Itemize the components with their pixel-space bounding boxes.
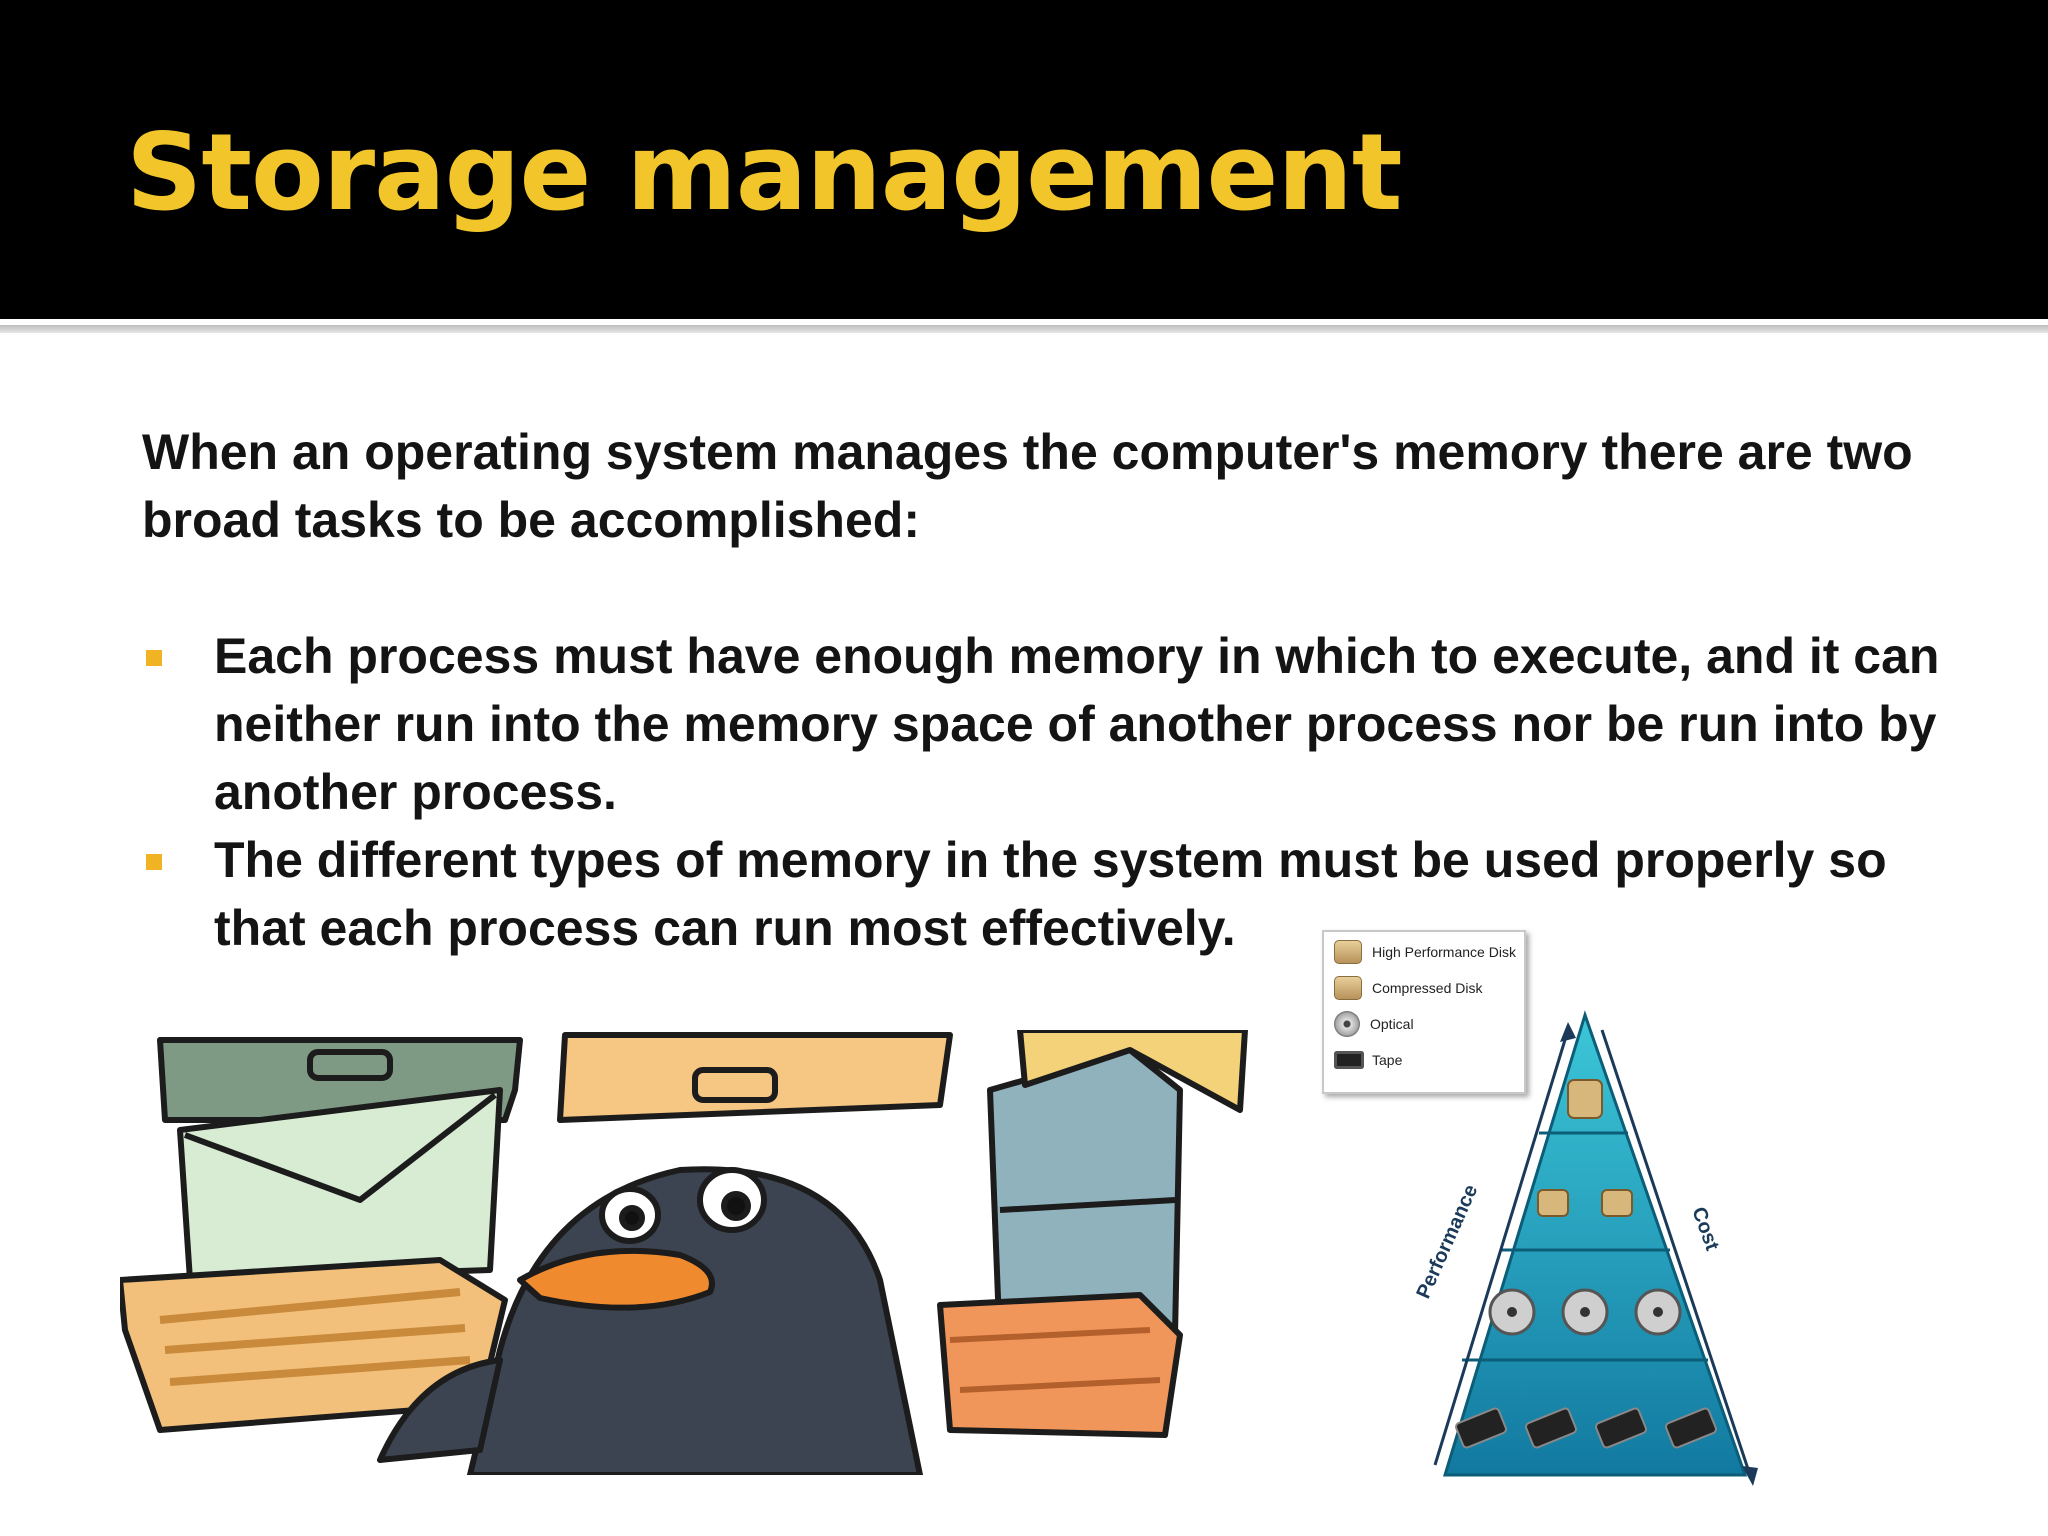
legend-item: High Performance Disk [1334,938,1516,966]
orange-suitcase [937,1292,1183,1438]
penguin-body [467,1166,923,1475]
intro-paragraph: When an operating system manages the com… [142,424,1913,548]
legend-item: Tape [1334,1046,1402,1074]
legend-label: High Performance Disk [1372,944,1516,960]
compressed-disk-icon [1601,1189,1633,1217]
slide-header: Storage management [0,0,2048,319]
cost-arrow [1600,1029,1752,1476]
storage-legend: High Performance Disk Compressed Disk Op… [1322,930,1526,1094]
legend-item: Optical [1334,1010,1414,1038]
bullet-square-icon [146,650,162,666]
tape-icon [1665,1407,1717,1449]
yellow-suitcase [1017,1030,1248,1113]
tape-icon [1525,1407,1577,1449]
bullet-text: The different types of memory in the sys… [214,832,1887,956]
tape-icon [1334,1051,1364,1069]
penguin-suitcases-illustration [120,1030,1248,1475]
optical-disc-icon [1334,1011,1360,1037]
legend-label: Tape [1372,1052,1403,1068]
legend-label: Compressed Disk [1372,980,1483,996]
slide-title: Storage management [126,111,1403,234]
header-divider [0,319,2048,325]
legend-item: Compressed Disk [1334,974,1482,1002]
bullet-item: The different types of memory in the sys… [142,826,1942,962]
suitcase-handle [307,1049,393,1081]
high-performance-disk-icon [1334,940,1362,964]
performance-axis-label: Performance [1412,1181,1482,1302]
bullet-text: Each process must have enough memory in … [214,628,1940,820]
high-performance-disk-icon [1567,1079,1603,1119]
compressed-disk-icon [1334,976,1362,1000]
tape-icon [1595,1407,1647,1449]
performance-arrow [1433,1029,1570,1466]
bullet-item: Each process must have enough memory in … [142,622,1942,826]
header-divider-shadow [0,325,2048,333]
bullet-list: Each process must have enough memory in … [142,622,1942,962]
penguin-wing [377,1357,503,1463]
storage-pyramid-diagram: Performance Cost [1412,1010,1758,1486]
penguin-beak [517,1247,715,1311]
green-box [177,1087,503,1283]
legend-label: Optical [1370,1016,1414,1032]
tape-icon [1455,1407,1507,1449]
cost-axis-label: Cost [1687,1204,1723,1254]
arrow-head-icon [1742,1466,1758,1486]
arrow-head-icon [1560,1022,1576,1042]
bullet-square-icon [146,854,162,870]
compressed-disk-icon [1537,1189,1569,1217]
